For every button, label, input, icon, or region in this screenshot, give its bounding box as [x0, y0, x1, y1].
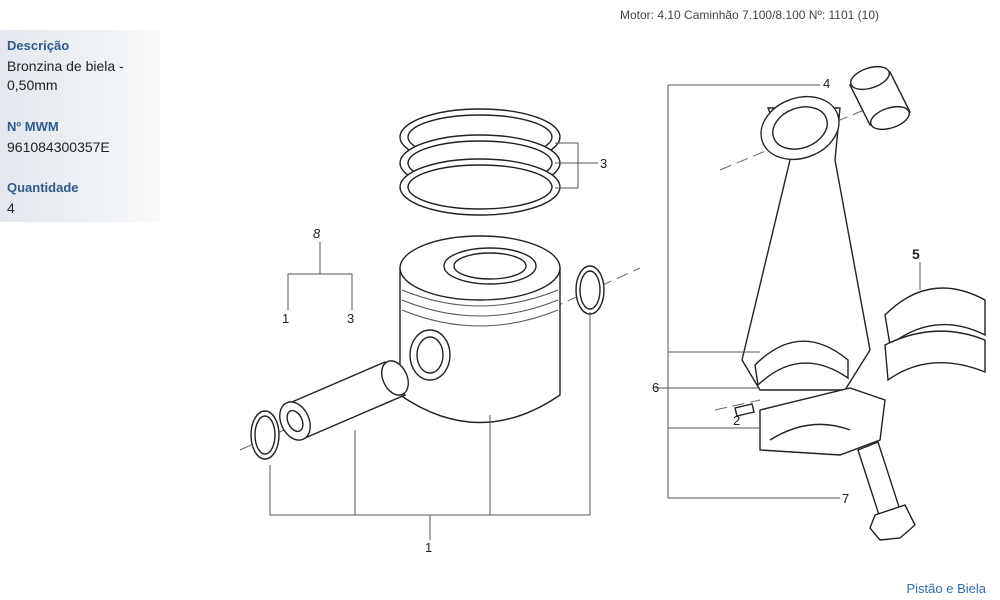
connecting-rod-cap[interactable]: [759, 387, 886, 456]
piston-pin[interactable]: [274, 357, 414, 445]
mwm-value: 961084300357E: [7, 139, 110, 155]
piston[interactable]: [399, 235, 561, 424]
quantidade-value: 4: [7, 200, 15, 216]
callout-8-1[interactable]: 1: [282, 311, 289, 326]
quantidade-label: Quantidade: [7, 180, 79, 195]
small-end-bushing[interactable]: [848, 62, 912, 133]
callout-2[interactable]: 2: [733, 413, 740, 428]
callout-3[interactable]: 3: [600, 156, 607, 171]
connecting-rod-bearing[interactable]: [884, 287, 986, 382]
piston-rings[interactable]: [399, 108, 561, 216]
callout-4[interactable]: 4: [823, 76, 830, 91]
mwm-label: Nº MWM: [7, 119, 59, 134]
bearing-lock-tab[interactable]: [734, 403, 755, 417]
callout-6[interactable]: 6: [652, 380, 659, 395]
descricao-value-line2: 0,50mm: [7, 77, 58, 93]
callout-8[interactable]: 8: [313, 226, 321, 241]
descricao-label: Descrição: [7, 38, 70, 53]
part-info-panel: Descrição Bronzina de biela - 0,50mm Nº …: [0, 30, 160, 222]
pistao-e-biela-link[interactable]: Pistão e Biela: [906, 581, 987, 596]
callout-1[interactable]: 1: [425, 540, 432, 555]
header-engine-info: Motor: 4.10 Caminhão 7.100/8.100 Nº: 110…: [620, 8, 879, 22]
big-end-axis-line: [714, 399, 761, 411]
descricao-value-line1: Bronzina de biela -: [7, 58, 124, 74]
connecting-rod[interactable]: [741, 86, 871, 391]
callout-5-highlighted[interactable]: 5: [912, 246, 920, 262]
leader-lines: [269, 84, 921, 540]
snap-ring-left[interactable]: [250, 410, 280, 460]
snap-ring-right[interactable]: [575, 265, 605, 315]
callout-7[interactable]: 7: [842, 491, 849, 506]
callout-8-3[interactable]: 3: [347, 311, 354, 326]
rod-bolt[interactable]: [857, 441, 916, 541]
